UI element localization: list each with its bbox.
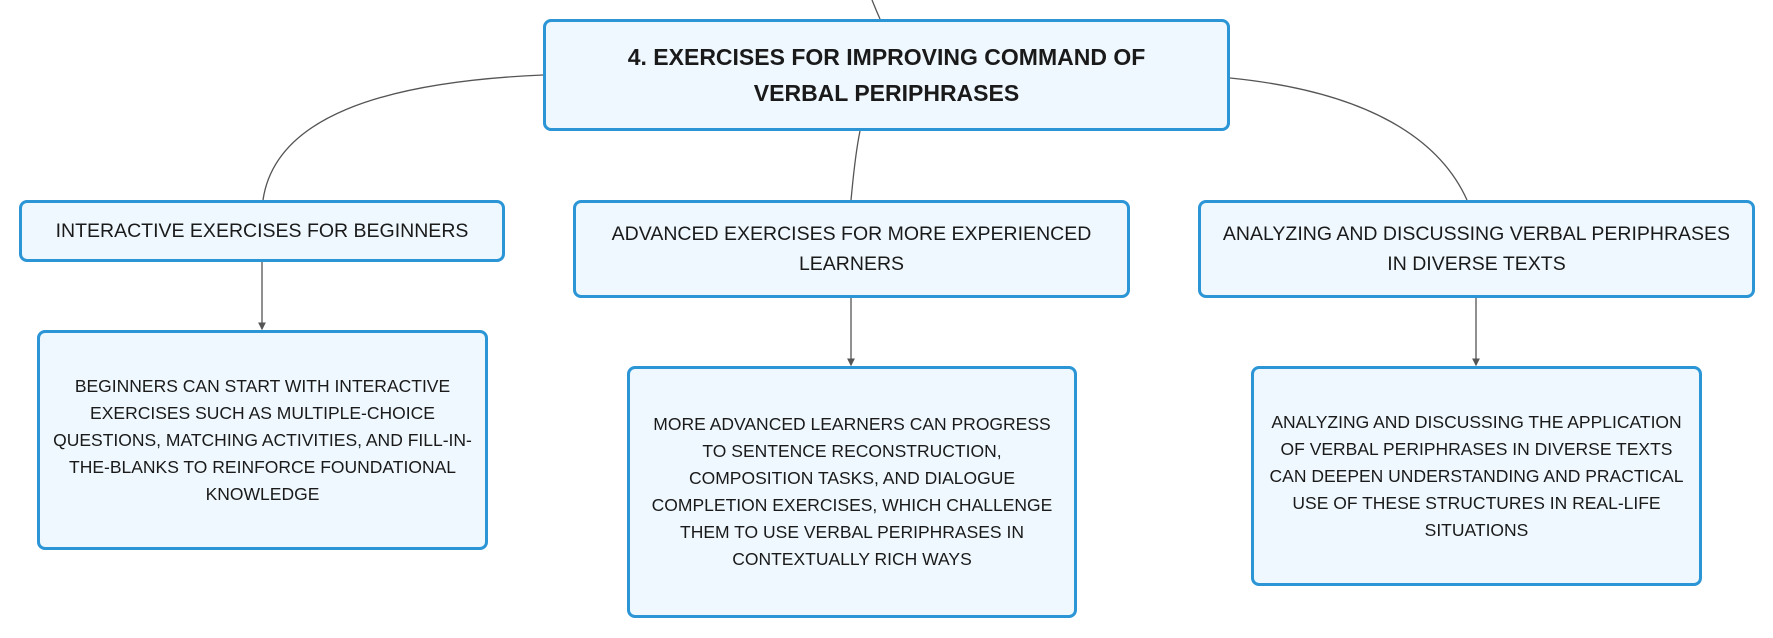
detail-node-text: BEGINNERS CAN START WITH INTERACTIVE EXE… <box>53 375 472 504</box>
topic-node-label: ANALYZING AND DISCUSSING VERBAL PERIPHRA… <box>1222 223 1731 275</box>
connector-root-to-topic-3 <box>1229 77 1468 201</box>
detail-node-text: ANALYZING AND DISCUSSING THE APPLICATION… <box>1269 411 1684 540</box>
detail-node-advanced[interactable]: MORE ADVANCED LEARNERS CAN PROGRESS TO S… <box>627 366 1077 618</box>
topic-node-beginners[interactable]: INTERACTIVE EXERCISES FOR BEGINNERS <box>19 200 505 262</box>
detail-node-analyzing[interactable]: ANALYZING AND DISCUSSING THE APPLICATION… <box>1251 366 1702 586</box>
connector-parent-to-root <box>871 0 881 20</box>
detail-node-beginners[interactable]: BEGINNERS CAN START WITH INTERACTIVE EXE… <box>37 330 488 550</box>
detail-node-text: MORE ADVANCED LEARNERS CAN PROGRESS TO S… <box>651 414 1053 569</box>
topic-node-advanced[interactable]: ADVANCED EXERCISES FOR MORE EXPERIENCED … <box>573 200 1130 298</box>
root-node-label: 4. EXERCISES FOR IMPROVING COMMAND OF VE… <box>627 44 1146 106</box>
topic-node-label: ADVANCED EXERCISES FOR MORE EXPERIENCED … <box>611 223 1092 275</box>
topic-node-analyzing[interactable]: ANALYZING AND DISCUSSING VERBAL PERIPHRA… <box>1198 200 1755 298</box>
topic-node-label: INTERACTIVE EXERCISES FOR BEGINNERS <box>55 220 469 242</box>
connector-root-to-topic-1 <box>262 74 544 201</box>
root-node[interactable]: 4. EXERCISES FOR IMPROVING COMMAND OF VE… <box>543 19 1230 131</box>
connector-root-to-topic-2 <box>850 130 861 201</box>
